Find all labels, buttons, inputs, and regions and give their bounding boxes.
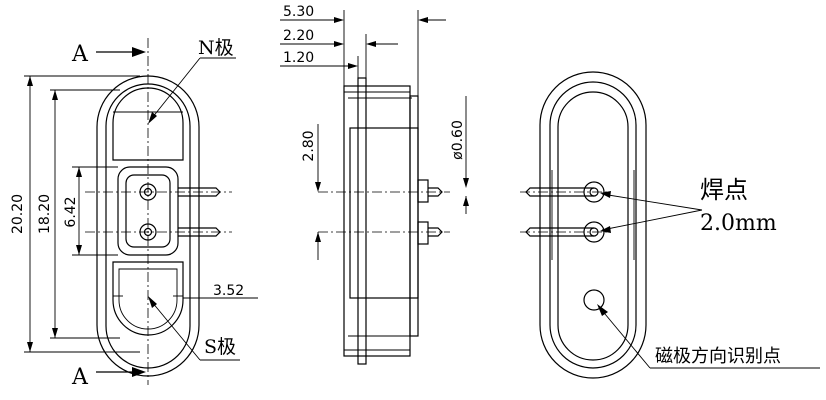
solder-point-label: 焊点: [700, 176, 748, 204]
magnet-mark-label: 磁极方向识别点: [655, 346, 781, 367]
dim-120: 1.20: [283, 50, 314, 66]
front-view: A A N极 S极 20.20 18.20: [10, 37, 258, 390]
dim-lower-offset: 3.52: [213, 283, 244, 299]
n-pole-label: N极: [198, 37, 234, 59]
dim-530: 5.30: [283, 4, 314, 20]
solder-size-label: 2.0mm: [700, 211, 777, 236]
dim-inner-length: 18.20: [37, 194, 53, 234]
section-label-top: A: [71, 42, 89, 67]
side-view: 5.30 2.20 1.20 2.80 ø0.60: [280, 4, 469, 365]
section-label-bottom: A: [71, 365, 89, 390]
dim-220: 2.20: [283, 28, 314, 44]
back-view: 焊点 2.0mm 磁极方向识别点: [520, 71, 820, 379]
dim-total-length: 20.20: [10, 194, 26, 234]
dim-280: 2.80: [301, 130, 317, 161]
dim-pin-spacing: 6.42: [63, 196, 79, 227]
dim-pin-diameter: ø0.60: [450, 120, 466, 160]
s-pole-label: S极: [204, 336, 236, 358]
